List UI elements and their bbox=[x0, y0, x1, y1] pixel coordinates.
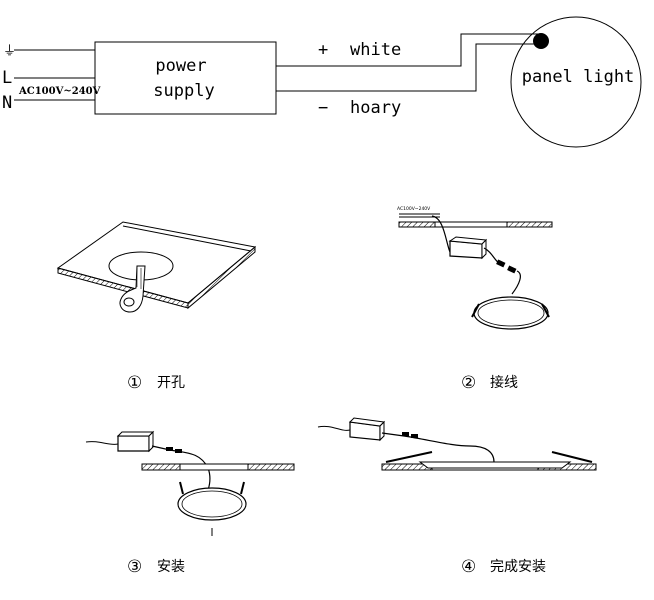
negative-sign: − bbox=[318, 98, 328, 118]
spring-clip-left-step3 bbox=[179, 481, 184, 495]
ceiling-right-step3 bbox=[247, 463, 295, 471]
step4-illustration bbox=[317, 417, 597, 471]
step2-number: ② bbox=[461, 373, 476, 393]
power-supply-box bbox=[94, 41, 277, 115]
earth-symbol: ⏚ bbox=[3, 44, 16, 59]
wire-connection-dot bbox=[533, 33, 549, 49]
negative-output-wire bbox=[276, 43, 540, 92]
negative-wire-color: hoary bbox=[350, 98, 401, 118]
spring-clip-right-step4 bbox=[551, 451, 593, 463]
neutral-label: N bbox=[2, 93, 12, 113]
spring-clip-left bbox=[471, 303, 480, 318]
step3-number: ③ bbox=[127, 557, 142, 577]
spring-clip-right bbox=[541, 303, 550, 318]
connector-female bbox=[507, 265, 517, 274]
panel-light-label: panel light bbox=[522, 67, 635, 87]
step3-illustration bbox=[85, 430, 295, 536]
positive-wire-color: white bbox=[350, 40, 401, 60]
panel-light-step3 bbox=[177, 487, 247, 521]
step1-label: 开孔 bbox=[157, 375, 185, 391]
step2-illustration: AC100V~240V bbox=[397, 206, 553, 330]
wiring-diagram: ⏚ L N AC100V~240V power supply + white −… bbox=[2, 16, 642, 148]
step1-number: ① bbox=[127, 373, 142, 393]
mini-voltage-label: AC100V~240V bbox=[397, 206, 431, 212]
spring-clip-right-step3 bbox=[240, 481, 245, 495]
installed-panel-light bbox=[418, 461, 572, 469]
panel-light-circle bbox=[510, 16, 642, 148]
ceiling-panel-edge-side bbox=[187, 245, 256, 310]
driver-box-step3 bbox=[117, 435, 150, 452]
line-label: L bbox=[2, 68, 12, 88]
step1-illustration bbox=[56, 221, 257, 313]
spring-clip-left-step4 bbox=[385, 451, 433, 463]
power-supply-label-line1: power bbox=[155, 56, 206, 76]
ceiling-left-step3 bbox=[141, 463, 181, 471]
ceiling-left bbox=[398, 221, 436, 228]
input-voltage-label: AC100V~240V bbox=[18, 86, 101, 97]
step-captions: ① 开孔 ② 接线 ③ 安装 ④ 完成安装 bbox=[127, 373, 546, 577]
step3-label: 安装 bbox=[157, 559, 185, 575]
ceiling-right bbox=[506, 221, 553, 228]
positive-output-wire bbox=[276, 33, 541, 67]
panel-light-step2 bbox=[473, 296, 549, 330]
power-supply-label-line2: supply bbox=[153, 81, 214, 101]
step4-number: ④ bbox=[461, 557, 476, 577]
ceiling-opening bbox=[434, 221, 508, 228]
positive-sign: + bbox=[318, 40, 328, 60]
step4-label: 完成安装 bbox=[490, 559, 546, 575]
step2-label: 接线 bbox=[490, 374, 518, 391]
connector-male bbox=[496, 259, 506, 268]
